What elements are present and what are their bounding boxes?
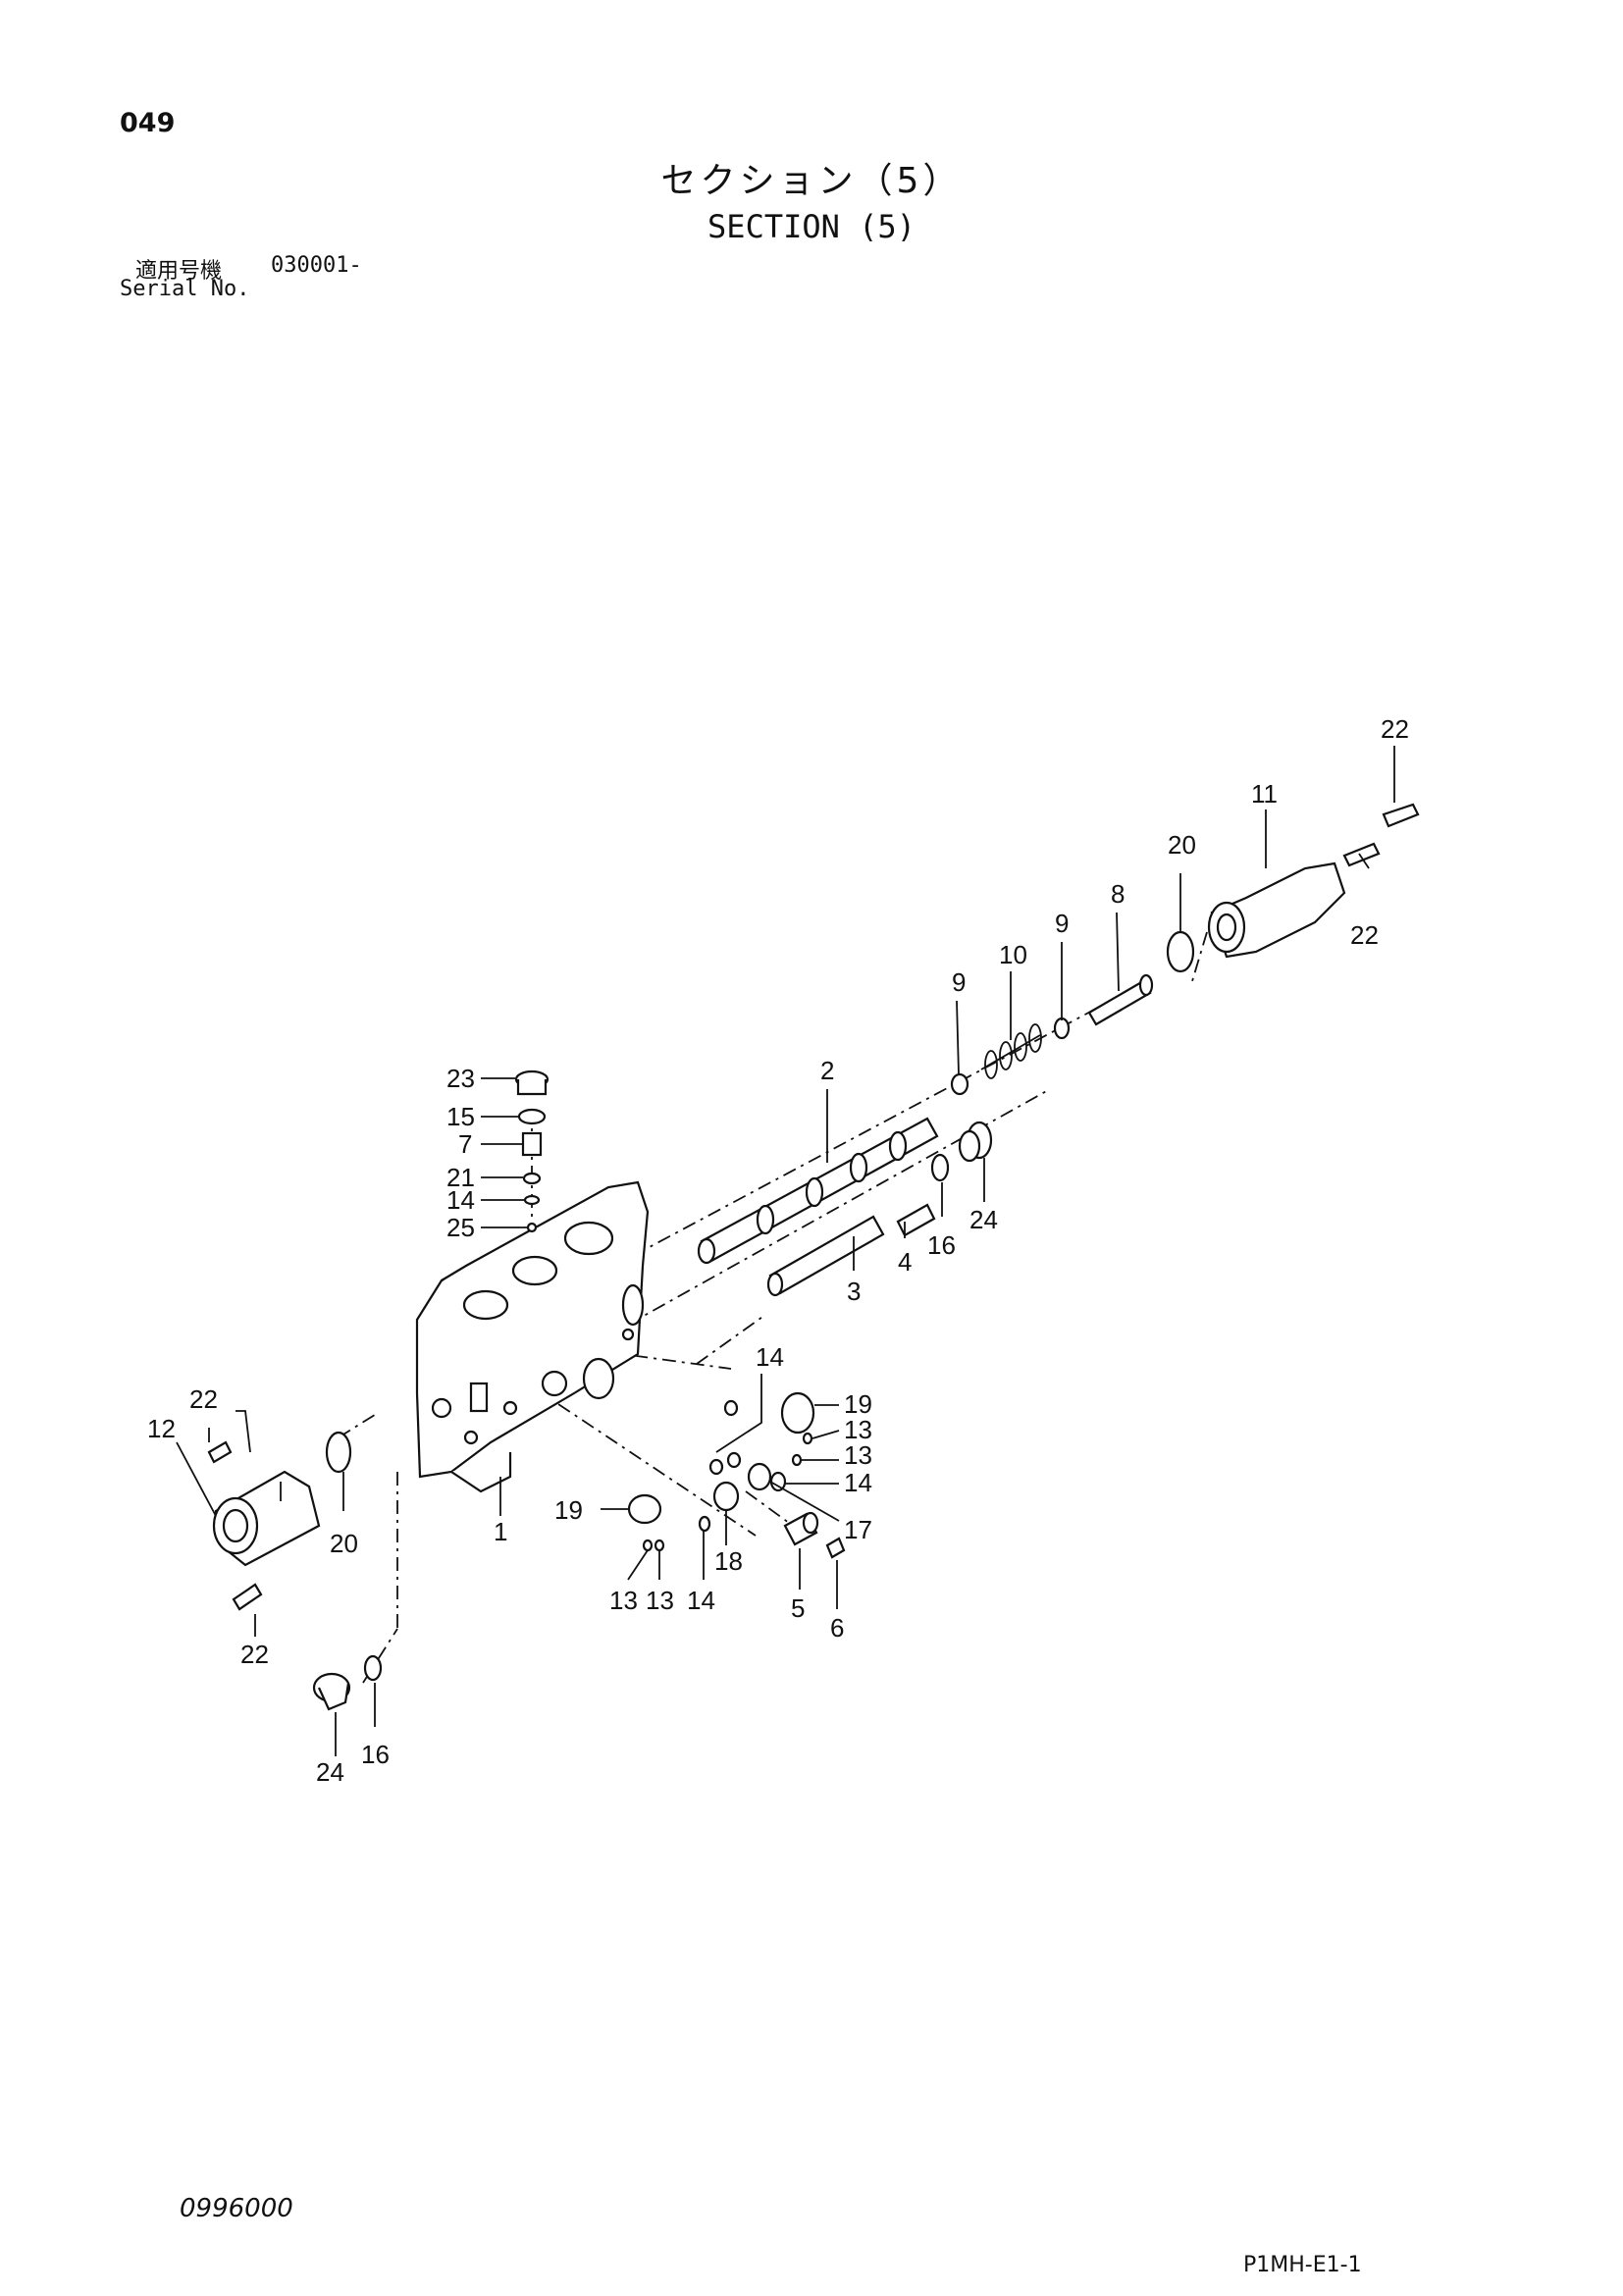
callout-13: 13 (609, 1586, 638, 1615)
callout-4: 4 (898, 1247, 912, 1277)
spring-part-4 (896, 1203, 936, 1237)
serial-number-value: 030001- (271, 253, 362, 278)
callout-25: 25 (446, 1213, 475, 1242)
spring-part-10 (980, 1023, 1042, 1079)
callout-17: 17 (844, 1515, 872, 1544)
callout-7: 7 (458, 1129, 472, 1159)
o-ring-part-14b (723, 1399, 739, 1417)
callout-11: 11 (1251, 779, 1278, 809)
callout-16: 16 (361, 1740, 390, 1769)
fitting-part-5 (783, 1511, 819, 1546)
o-ring-part-16b (363, 1654, 383, 1682)
o-ring-part-21 (522, 1172, 542, 1185)
page-number: 049 (120, 108, 176, 138)
serial-label-japanese: 適用号機 (135, 259, 223, 284)
spool-part-3 (766, 1215, 885, 1297)
stopper-part-8 (1087, 973, 1154, 1026)
callout-labels: 22 11 20 22 8 9 10 9 2 23 15 7 21 14 25 … (147, 714, 1409, 1787)
callout-2: 2 (820, 1056, 834, 1085)
callout-13: 13 (844, 1415, 872, 1444)
plug-part-24 (958, 1121, 993, 1163)
callout-9: 9 (1055, 909, 1069, 938)
callout-6: 6 (830, 1613, 844, 1643)
plug-part-23 (514, 1070, 550, 1096)
bolt-part-22a (1382, 803, 1420, 828)
cover-part-12 (212, 1470, 321, 1567)
o-ring-part-14d (698, 1515, 711, 1533)
bolt-part-22c (207, 1440, 233, 1464)
callout-9: 9 (952, 967, 966, 997)
callout-10: 10 (999, 940, 1027, 969)
o-ring-part-20b (325, 1431, 352, 1474)
callout-13: 13 (844, 1440, 872, 1470)
callout-22: 22 (240, 1640, 269, 1669)
page-code: P1MH-E1-1 (1243, 2253, 1362, 2277)
o-ring-part-14f (726, 1451, 742, 1469)
callout-14: 14 (756, 1342, 784, 1372)
o-ring-part-13a (802, 1432, 813, 1445)
check-valve-part-7 (521, 1131, 543, 1157)
document-code: 0996000 (180, 2194, 293, 2223)
callout-20: 20 (330, 1529, 358, 1558)
retainer-part-9 (950, 1072, 969, 1096)
callout-14: 14 (844, 1468, 872, 1497)
fitting-part-6 (825, 1537, 846, 1559)
callout-1: 1 (494, 1517, 507, 1546)
bolt-part-22b (1342, 842, 1381, 867)
callout-22: 22 (1350, 920, 1379, 950)
callout-23: 23 (446, 1064, 475, 1093)
section-title-english: SECTION (5) (707, 208, 916, 245)
callout-8: 8 (1111, 879, 1125, 909)
plug-part-24b (312, 1672, 351, 1711)
o-ring-part-13d (654, 1539, 665, 1552)
callout-20: 20 (1168, 830, 1196, 860)
o-ring-part-18 (712, 1481, 740, 1512)
o-ring-part-15 (517, 1108, 547, 1125)
callout-22: 22 (189, 1384, 218, 1414)
o-ring-part-16 (930, 1153, 950, 1182)
serial-label-english: Serial No. (120, 277, 250, 301)
callout-21: 21 (446, 1163, 475, 1192)
callout-3: 3 (847, 1277, 861, 1306)
callout-15: 15 (446, 1102, 475, 1131)
callout-19: 19 (844, 1389, 872, 1419)
o-ring-part-13c (642, 1539, 654, 1552)
o-ring-part-17 (747, 1462, 772, 1491)
callout-14: 14 (687, 1586, 715, 1615)
section-title-japanese: セクション（5） (660, 161, 963, 201)
callout-22: 22 (1381, 714, 1409, 744)
callout-18: 18 (714, 1546, 743, 1576)
o-ring-part-13b (791, 1453, 803, 1467)
callout-5: 5 (791, 1593, 805, 1623)
callout-13: 13 (646, 1586, 674, 1615)
leader-lines (176, 746, 1395, 1756)
valve-body-part-1 (415, 1180, 650, 1493)
o-ring-part-14e (708, 1458, 724, 1476)
spool-part-2 (697, 1117, 939, 1265)
o-ring-part-14c (769, 1471, 787, 1492)
o-ring-part-14 (523, 1194, 541, 1206)
cover-part-11 (1207, 861, 1346, 959)
callout-19: 19 (554, 1495, 583, 1525)
callout-12: 12 (147, 1414, 176, 1443)
o-ring-part-20 (1166, 930, 1195, 973)
ball-part-25 (526, 1222, 538, 1233)
callout-24: 24 (969, 1205, 998, 1234)
callout-14: 14 (446, 1185, 475, 1215)
o-ring-part-19b (627, 1493, 662, 1525)
callout-24: 24 (316, 1757, 344, 1787)
o-ring-part-19 (780, 1391, 815, 1435)
callout-16: 16 (927, 1230, 956, 1260)
retainer-part-9b (1053, 1017, 1071, 1040)
bolt-part-22d (232, 1583, 263, 1611)
